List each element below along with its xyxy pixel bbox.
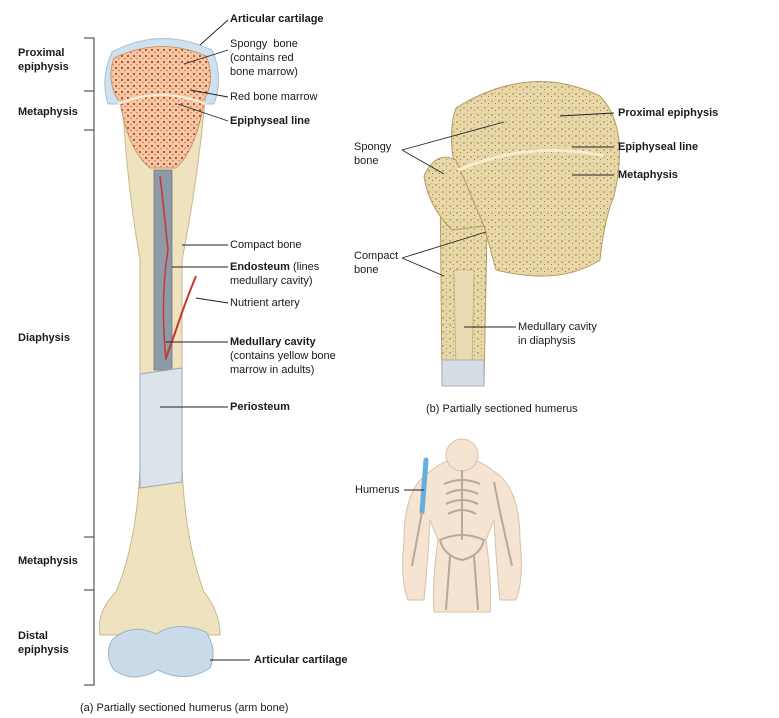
label-humerus: Humerus: [355, 483, 400, 497]
label-red-bone-marrow: Red bone marrow: [230, 90, 317, 104]
label-endosteum-term: Endosteum: [230, 261, 290, 273]
label-compact-bone: Compact bone: [230, 238, 302, 252]
spongy-bone-head: [111, 46, 211, 100]
region-proximal-epiphysis: Proximal epiphysis: [18, 46, 69, 74]
caption-a: (a) Partially sectioned humerus (arm bon…: [80, 701, 288, 715]
region-metaphysis-top: Metaphysis: [18, 105, 78, 119]
label-nutrient-artery: Nutrient artery: [230, 296, 300, 310]
periosteum-shape: [140, 368, 182, 488]
label-articular-cartilage-top: Articular cartilage: [230, 12, 324, 26]
caption-b: (b) Partially sectioned humerus: [426, 402, 578, 416]
label-articular-cartilage-bottom: Articular cartilage: [254, 653, 348, 667]
label-b-metaphysis: Metaphysis: [618, 168, 678, 182]
label-b-compact-bone: Compact bone: [354, 249, 398, 277]
region-distal-epiphysis: Distal epiphysis: [18, 629, 69, 657]
shaft-end-b: [442, 360, 484, 386]
label-spongy-bone: Spongy bone (contains red bone marrow): [230, 37, 298, 79]
label-b-proximal-epiphysis: Proximal epiphysis: [618, 106, 718, 120]
region-diaphysis: Diaphysis: [18, 331, 70, 345]
label-epiphyseal-line: Epiphyseal line: [230, 114, 310, 128]
label-periosteum: Periosteum: [230, 400, 290, 414]
medullary-cavity-b: [454, 270, 474, 370]
articular-cartilage-bottom-shape: [108, 626, 213, 677]
label-endosteum-note: (lines: [290, 261, 319, 273]
humerus-a: [99, 38, 220, 677]
label-b-epiphyseal-line: Epiphyseal line: [618, 140, 698, 154]
region-metaphysis-bottom: Metaphysis: [18, 554, 78, 568]
label-medullary-cavity: Medullary cavity (contains yellow bone m…: [230, 335, 336, 377]
label-b-spongy-bone: Spongy bone: [354, 140, 391, 168]
label-endosteum: Endosteum (lines medullary cavity): [230, 260, 319, 288]
label-b-medullary-cavity: Medullary cavity in diaphysis: [518, 320, 597, 348]
region-bracket: [84, 38, 94, 685]
